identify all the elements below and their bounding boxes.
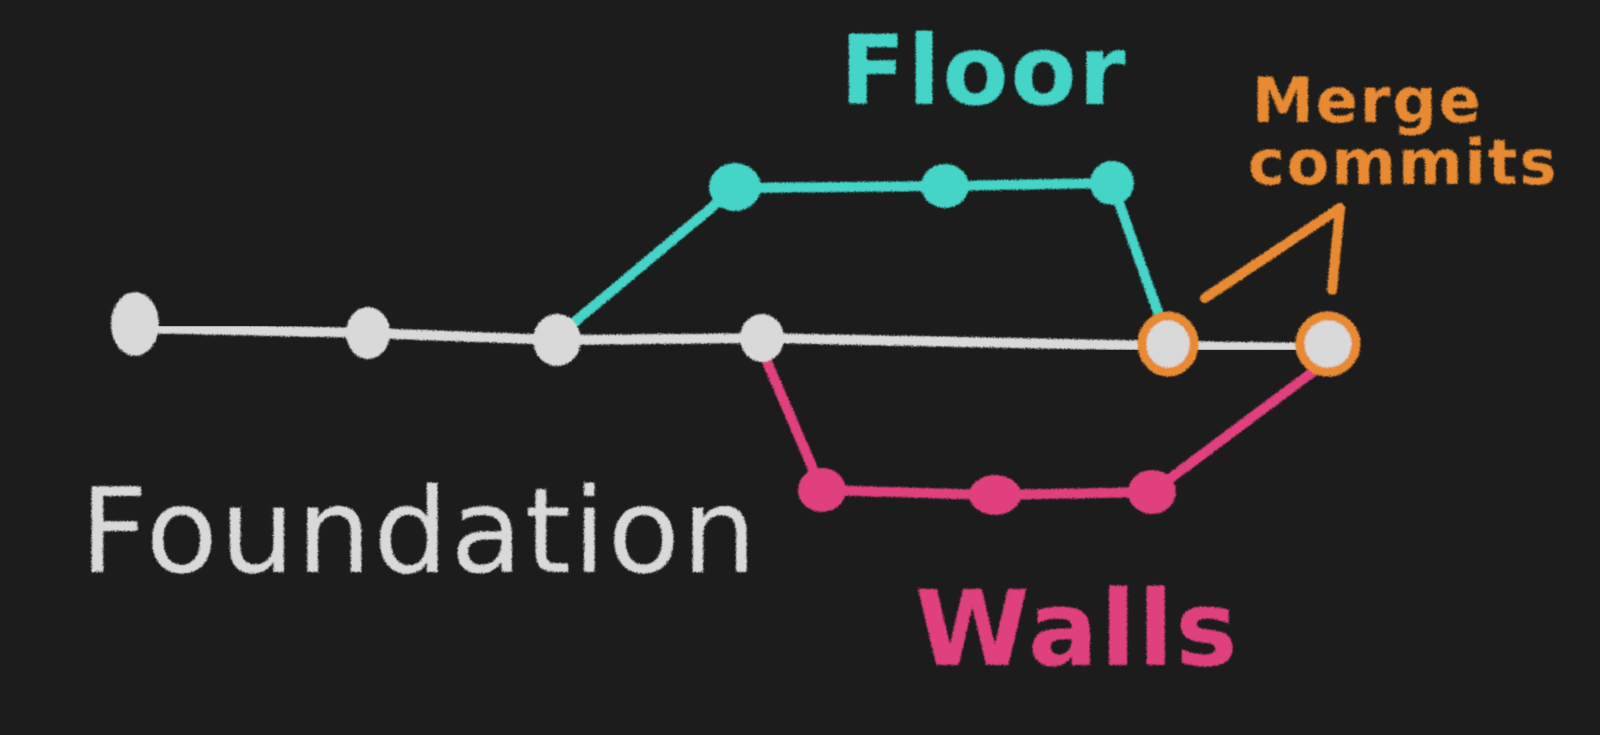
commit-node <box>533 314 581 366</box>
commit-node <box>111 292 159 356</box>
commit-node <box>740 314 784 362</box>
foundation-label: Foundation <box>80 462 759 600</box>
merge-arrow <box>1200 203 1345 303</box>
walls-branch-line <box>757 345 1327 500</box>
merge-commit-node <box>1295 311 1361 377</box>
merge-label-line1: Merge <box>1252 64 1483 137</box>
merge-commit-node <box>1137 311 1199 377</box>
merge-label-line2: commits <box>1248 126 1558 199</box>
walls-commit-node <box>798 468 846 512</box>
floor-commit-node <box>921 164 969 208</box>
commit-node <box>346 307 390 359</box>
walls-label: Walls <box>915 568 1239 690</box>
walls-commit-node <box>1128 470 1176 514</box>
floor-branch-line <box>560 178 1165 335</box>
floor-commit-node <box>1090 161 1134 205</box>
floor-commit-node <box>709 163 761 211</box>
floor-label: Floor <box>840 15 1128 127</box>
walls-commit-node <box>969 475 1021 515</box>
